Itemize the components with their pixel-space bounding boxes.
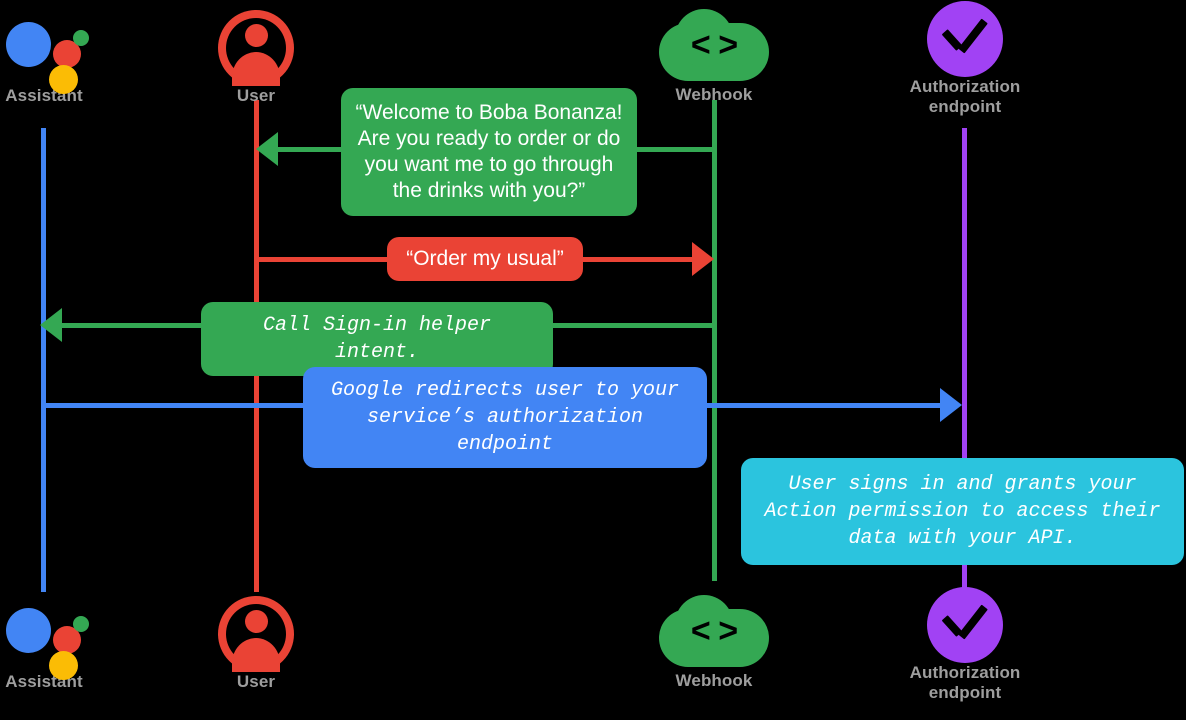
actor-label-user: User	[236, 86, 276, 105]
google-assistant-dots-icon	[3, 596, 89, 680]
actor-auth-endpoint-bottom: Authorization endpoint	[865, 587, 1065, 703]
cloud-code-icon: < >	[659, 9, 769, 85]
actor-assistant-bottom: Assistant	[0, 596, 89, 692]
actor-label-user: User	[236, 672, 276, 691]
arrow-head-order	[692, 242, 714, 276]
message-bubble-welcome: “Welcome to Boba Bonanza! Are you ready …	[341, 88, 637, 216]
message-line: User signs in and grants your	[788, 473, 1137, 496]
actor-label-webhook: Webhook	[675, 85, 753, 104]
actor-auth-endpoint-top: Authorization endpoint	[865, 1, 1065, 117]
google-assistant-dots-icon	[3, 10, 89, 94]
actor-label-auth-endpoint: Authorization endpoint	[909, 77, 1021, 116]
actor-label-assistant: Assistant	[5, 86, 83, 105]
message-line: the drinks with you?”	[392, 179, 586, 202]
arrow-head-welcome	[256, 132, 278, 166]
lifeline-auth-endpoint	[962, 128, 967, 590]
actor-user-bottom: User	[218, 596, 294, 692]
message-bubble-user-signs-in: User signs in and grants your Action per…	[741, 458, 1184, 565]
actor-user-top: User	[218, 10, 294, 106]
actor-assistant-top: Assistant	[0, 10, 89, 106]
lifeline-webhook	[712, 100, 717, 581]
lifeline-assistant	[41, 128, 46, 592]
code-brackets-glyph: < >	[690, 612, 738, 650]
cloud-code-icon: < >	[659, 595, 769, 671]
arrow-head-signin-helper	[40, 308, 62, 342]
message-line: you want me to go through	[364, 153, 614, 176]
message-bubble-google-redirect: Google redirects user to your service’s …	[303, 367, 707, 468]
purple-check-circle-icon	[927, 1, 1003, 77]
message-bubble-signin-helper: Call Sign-in helper intent.	[201, 302, 553, 376]
arrow-head-google-redirect	[940, 388, 962, 422]
message-line: Action permission to access their	[764, 500, 1161, 523]
message-bubble-order: “Order my usual”	[387, 237, 583, 281]
actor-label-webhook: Webhook	[675, 671, 753, 690]
purple-check-circle-icon	[927, 587, 1003, 663]
user-avatar-icon	[218, 10, 294, 86]
user-avatar-icon	[218, 596, 294, 672]
actor-webhook-top: < > Webhook	[659, 9, 769, 105]
message-line: Are you ready to order or do	[357, 127, 621, 150]
actor-label-assistant: Assistant	[5, 672, 83, 691]
message-line: Call Sign-in helper intent.	[262, 314, 492, 364]
message-line: “Welcome to Boba Bonanza!	[355, 101, 623, 124]
message-line: “Order my usual”	[406, 247, 564, 270]
message-line: Google redirects user to your	[330, 379, 680, 402]
actor-label-auth-endpoint: Authorization endpoint	[909, 663, 1021, 702]
message-line: service’s authorization endpoint	[366, 406, 644, 456]
code-brackets-glyph: < >	[690, 26, 738, 64]
actor-webhook-bottom: < > Webhook	[659, 595, 769, 691]
message-line: data with your API.	[848, 527, 1077, 550]
